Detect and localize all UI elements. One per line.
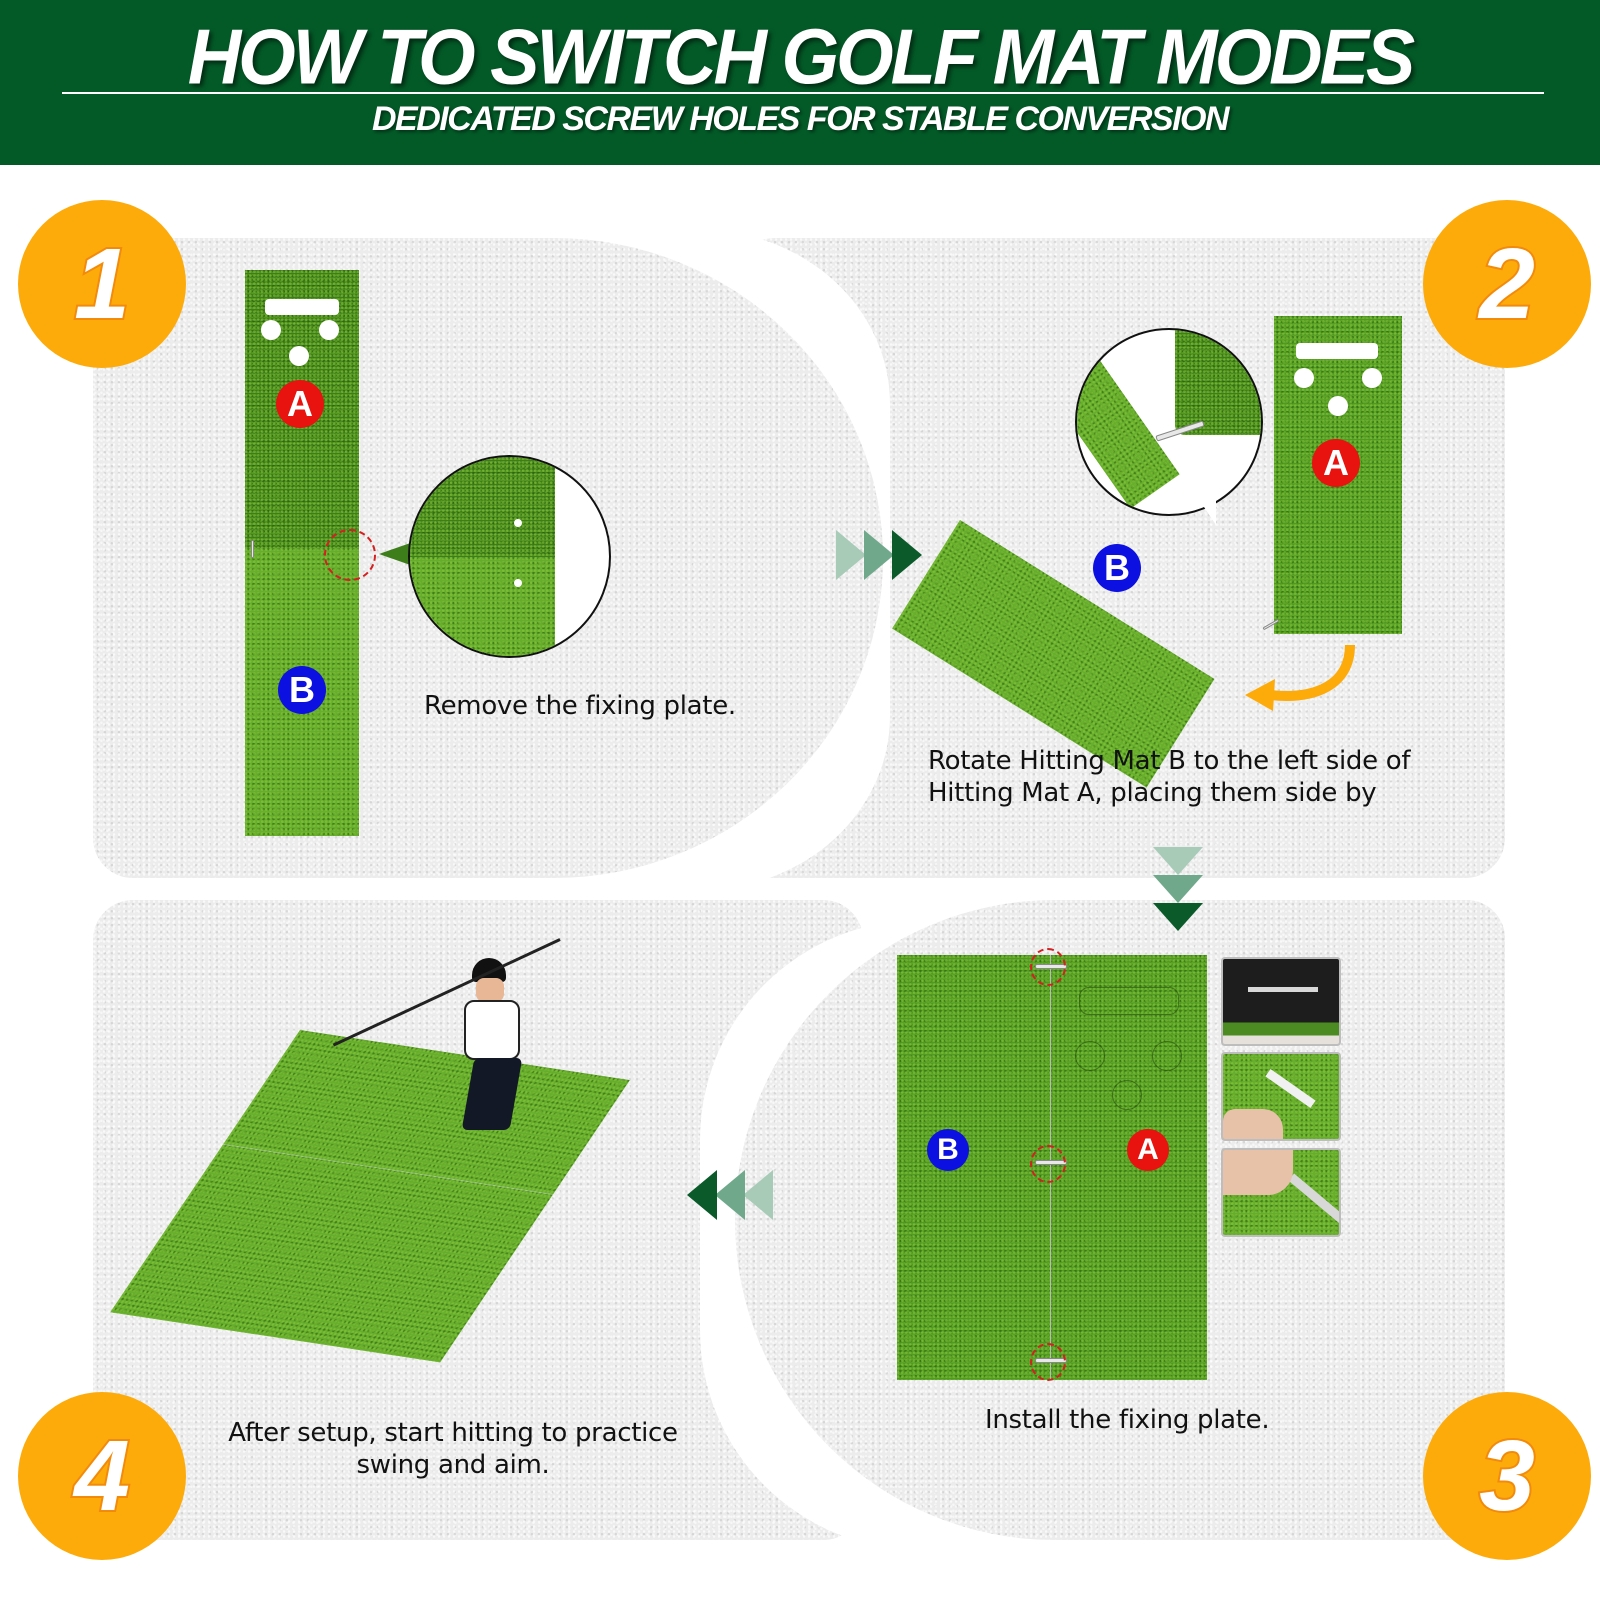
- mat-label-a: A: [1312, 439, 1360, 487]
- golf-shirt: [464, 1000, 520, 1060]
- mat-label-b: B: [278, 666, 326, 714]
- step-4-badge: 4: [18, 1392, 186, 1560]
- mat-a-vertical: A: [245, 270, 359, 548]
- photo-screw-install: [1221, 1148, 1341, 1237]
- step-1-badge: 1: [18, 200, 186, 368]
- step-3-badge: 3: [1423, 1392, 1591, 1560]
- step-4-caption: After setup, start hitting to practice s…: [228, 1418, 678, 1480]
- golf-pants: [461, 1058, 523, 1130]
- mat-label-b: B: [1093, 544, 1141, 592]
- mat-a-vertical: A: [1274, 316, 1402, 634]
- zoom-callout: [408, 455, 611, 658]
- highlight-circle: [1030, 948, 1066, 986]
- step-1-caption: Remove the fixing plate.: [424, 691, 736, 721]
- tee-slot-outline: [1079, 987, 1179, 1015]
- zoom-callout: [1075, 328, 1263, 516]
- step-3-caption: Install the fixing plate.: [985, 1405, 1270, 1435]
- mat-b-vertical: B: [245, 548, 359, 836]
- highlight-circle: [324, 529, 376, 581]
- tee-hole: [289, 346, 309, 366]
- step-1-panel: [93, 238, 883, 878]
- photo-plate-placement: [1221, 1052, 1341, 1141]
- highlight-circle: [1030, 1145, 1066, 1183]
- golfer-face: [476, 978, 504, 1002]
- page-title: HOW TO SWITCH GOLF MAT MODES: [187, 12, 1416, 101]
- step-2-caption: Rotate Hitting Mat B to the left side of…: [928, 746, 1411, 808]
- tee-hole-outline: [1075, 1041, 1105, 1071]
- mat-label-a: A: [276, 380, 324, 428]
- step-3-panel-arc: [735, 900, 1505, 1540]
- golfer-figure: [442, 940, 552, 1150]
- combined-mat: B A: [897, 955, 1207, 1380]
- tee-hole: [261, 320, 281, 340]
- page-subtitle: DEDICATED SCREW HOLES FOR STABLE CONVERS…: [371, 100, 1230, 138]
- tee-hole: [1362, 368, 1382, 388]
- tee-slot: [1296, 343, 1378, 359]
- step-2-badge: 2: [1423, 200, 1591, 368]
- callout-pointer: [1196, 495, 1216, 525]
- tee-hole: [1328, 396, 1348, 416]
- photo-plate-underside: [1221, 957, 1341, 1046]
- mat-seam: [222, 1143, 554, 1195]
- tee-hole: [319, 320, 339, 340]
- tee-hole-outline: [1112, 1080, 1142, 1110]
- tee-hole: [1294, 368, 1314, 388]
- mat-label-a: A: [1127, 1129, 1169, 1171]
- fixing-plate: [251, 540, 254, 558]
- header-banner: HOW TO SWITCH GOLF MAT MODES DEDICATED S…: [0, 0, 1600, 165]
- tee-slot: [265, 299, 339, 315]
- tee-hole-outline: [1152, 1041, 1182, 1071]
- mat-label-b: B: [927, 1129, 969, 1171]
- rotate-arrow-icon: [1245, 645, 1355, 711]
- highlight-circle: [1030, 1343, 1066, 1381]
- header-divider: [62, 92, 1544, 94]
